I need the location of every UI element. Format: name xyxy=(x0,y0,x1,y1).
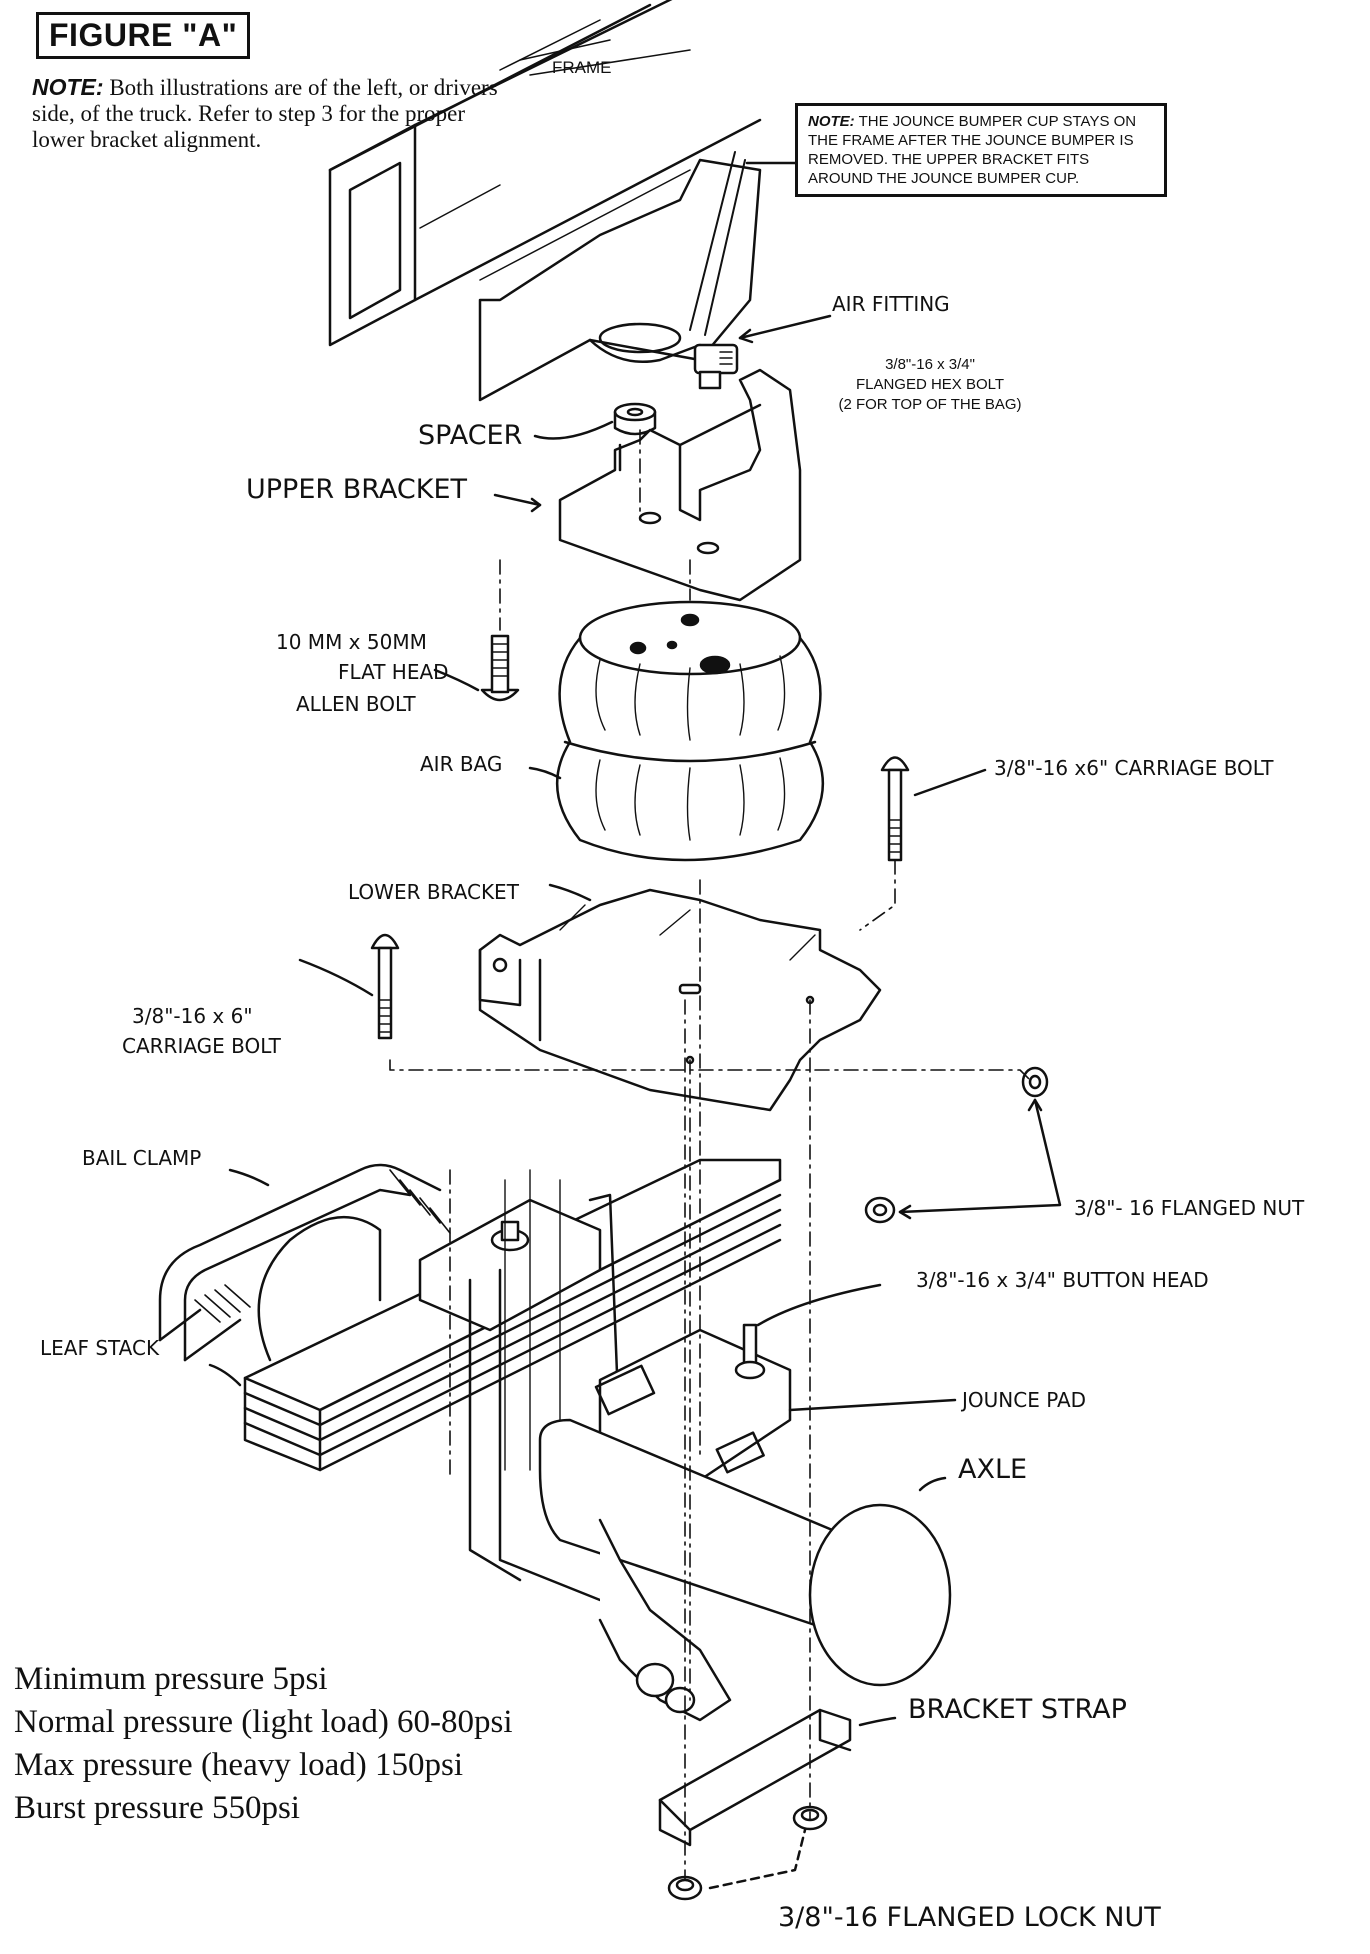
pressure-min: Minimum pressure 5psi xyxy=(14,1661,328,1697)
label-lower-bracket: LOWER BRACKET xyxy=(348,880,519,904)
figure-title: FIGURE "A" xyxy=(36,12,251,59)
label-allen-bolt-1: 10 MM x 50MM xyxy=(276,630,427,654)
axle-illustration xyxy=(538,1418,952,1722)
carriage-bolt-left-illustration xyxy=(298,933,400,1040)
alignment-lines xyxy=(389,429,1031,1881)
pressure-burst: Burst pressure 550psi xyxy=(14,1790,300,1826)
label-button-head: 3/8"-16 x 3/4" BUTTON HEAD xyxy=(916,1268,1209,1292)
lock-nut-illustrations xyxy=(667,1805,828,1901)
pressure-specs: Minimum pressure 5psi Normal pressure (l… xyxy=(14,1658,513,1830)
label-bail-clamp: BAIL CLAMP xyxy=(82,1146,202,1170)
label-air-fitting: AIR FITTING xyxy=(832,292,950,316)
pressure-normal: Normal pressure (light load) 60-80psi xyxy=(14,1704,513,1740)
allen-bolt-illustration xyxy=(433,634,520,702)
bracket-strap-illustration xyxy=(658,1708,897,1847)
label-jounce-pad: JOUNCE PAD xyxy=(962,1388,1087,1412)
label-leaf-stack: LEAF STACK xyxy=(40,1336,160,1360)
label-axle: AXLE xyxy=(958,1454,1028,1485)
upper-bracket-illustration xyxy=(493,368,802,602)
lower-bracket-illustration xyxy=(478,883,882,1112)
label-allen-bolt-2: FLAT HEAD xyxy=(338,660,449,684)
label-upper-bracket: UPPER BRACKET xyxy=(246,474,468,505)
label-allen-bolt-3: ALLEN BOLT xyxy=(296,692,416,716)
figure-note-label: NOTE: xyxy=(32,74,104,100)
air-bag-illustration xyxy=(528,600,825,862)
label-air-bag: AIR BAG xyxy=(420,752,503,776)
label-carriage-bolt-left-2: CARRIAGE BOLT xyxy=(122,1034,281,1058)
jounce-cup-note-text: THE JOUNCE BUMPER CUP STAYS ON THE FRAME… xyxy=(808,113,1137,187)
spacer-illustration xyxy=(533,402,657,440)
label-spacer: SPACER xyxy=(418,420,523,451)
frame-rail-illustration xyxy=(328,0,762,347)
figure-note: NOTE: Both illustrations are of the left… xyxy=(32,74,502,153)
carriage-bolt-right-illustration xyxy=(880,756,987,862)
label-hex-bolt-3: (2 FOR TOP OF THE BAG) xyxy=(838,396,1022,413)
label-hex-bolt-2: FLANGED HEX BOLT xyxy=(855,376,1005,393)
air-fitting-illustration xyxy=(693,314,832,390)
jounce-cup-note: NOTE: THE JOUNCE BUMPER CUP STAYS ON THE… xyxy=(795,103,1167,197)
label-frame: FRAME xyxy=(552,58,612,77)
label-lock-nut: 3/8"-16 FLANGED LOCK NUT xyxy=(778,1902,1161,1933)
label-flanged-nut: 3/8"- 16 FLANGED NUT xyxy=(1074,1196,1305,1220)
jounce-bumper-cup-illustration xyxy=(478,151,797,402)
bail-clamp-illustration xyxy=(158,1163,451,1362)
label-bracket-strap: BRACKET STRAP xyxy=(908,1694,1127,1725)
pressure-max: Max pressure (heavy load) 150psi xyxy=(14,1747,464,1783)
label-hex-bolt-1: 3/8"-16 x 3/4" xyxy=(885,356,975,373)
jounce-pad-illustration xyxy=(594,1283,957,1482)
flanged-nut-illustrations xyxy=(864,1066,1062,1224)
label-carriage-bolt-left-1: 3/8"-16 x 6" xyxy=(132,1004,253,1028)
jounce-cup-note-label: NOTE: xyxy=(808,113,855,130)
center-clamp-illustration xyxy=(418,1169,622,1602)
figure-note-text: Both illustrations are of the left, or d… xyxy=(32,75,498,152)
label-carriage-bolt-right: 3/8"-16 x6" CARRIAGE BOLT xyxy=(994,756,1274,780)
